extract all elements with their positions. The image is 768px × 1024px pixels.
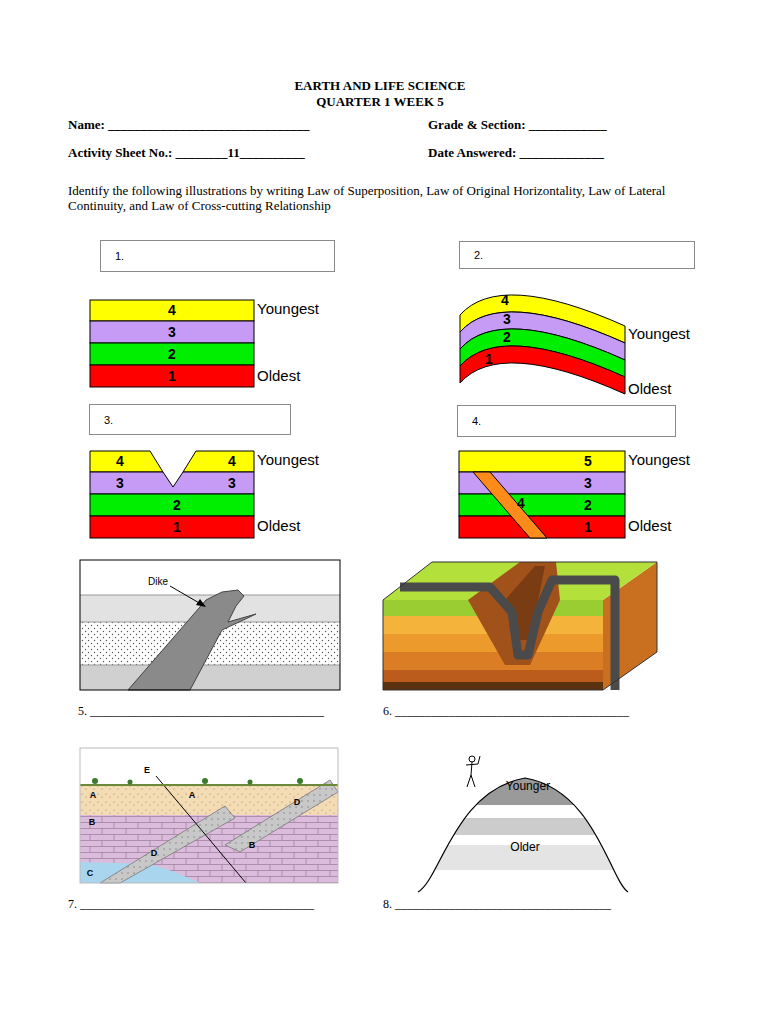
dike-label: Dike — [148, 576, 168, 588]
layer-number: 4 — [228, 453, 236, 469]
answer-box: 2. — [459, 241, 695, 269]
form-field: Grade & Section: ____________ — [428, 118, 607, 133]
age-label: Older — [510, 841, 539, 855]
figure-2 — [460, 295, 625, 394]
form-field: Name: _______________________________ — [68, 118, 310, 133]
figure-4 — [459, 451, 625, 538]
instruction: Identify the following illustrations by … — [68, 184, 708, 214]
layer-number: 5 — [584, 453, 592, 469]
layer-number: 3 — [168, 324, 176, 340]
layer-number: 3 — [584, 475, 592, 491]
age-label: Youngest — [628, 325, 690, 342]
box-number: 3. — [104, 414, 282, 426]
age-label: Oldest — [628, 380, 671, 397]
figure-7 — [80, 748, 338, 883]
answer-box: 1. — [100, 240, 335, 272]
layer-number: 4 — [517, 495, 525, 511]
layer-number: 3 — [228, 475, 236, 491]
worksheet-title: EARTH AND LIFE SCIENCE QUARTER 1 WEEK 5 — [270, 78, 490, 110]
age-label: Oldest — [257, 367, 300, 384]
unit-letter: C — [87, 868, 94, 878]
figure-1 — [90, 300, 254, 387]
layer-number: 1 — [584, 519, 592, 535]
layer-number: 4 — [168, 302, 176, 318]
layer-number: 2 — [168, 346, 176, 362]
unit-letter: D — [294, 797, 301, 807]
answer-line: 5. _____________________________________… — [78, 705, 324, 719]
unit-letter: B — [249, 840, 256, 850]
layer-number: 1 — [173, 519, 181, 535]
layer-number: 3 — [116, 475, 124, 491]
unit-letter: A — [189, 790, 196, 800]
unit-letter: A — [90, 790, 97, 800]
age-label: Oldest — [628, 517, 671, 534]
layer-number: 4 — [501, 292, 509, 308]
box-number: 4. — [472, 415, 667, 427]
figure-5 — [80, 560, 340, 690]
unit-letter: D — [151, 848, 158, 858]
answer-line: 6. _____________________________________… — [383, 705, 629, 719]
box-number: 1. — [115, 250, 326, 262]
age-label: Youngest — [257, 451, 319, 468]
age-label: Oldest — [257, 517, 300, 534]
box-number: 2. — [474, 249, 686, 261]
unit-letter: E — [144, 765, 150, 775]
age-label: Younger — [506, 780, 550, 794]
answer-line: 7. _____________________________________… — [68, 898, 314, 912]
answer-box: 4. — [457, 405, 676, 437]
form-field: Activity Sheet No.: ________11__________ — [68, 146, 305, 161]
age-label: Youngest — [257, 300, 319, 317]
layer-number: 1 — [485, 351, 493, 367]
layer-number: 2 — [584, 497, 592, 513]
form-field: Date Answered: _____________ — [428, 146, 604, 161]
answer-line: 8. ____________________________________ — [383, 898, 611, 912]
layer-number: 4 — [116, 453, 124, 469]
age-label: Youngest — [628, 451, 690, 468]
layer-number: 2 — [503, 329, 511, 345]
layer-number: 2 — [173, 497, 181, 513]
layer-number: 1 — [168, 368, 176, 384]
figure-6 — [383, 562, 657, 690]
unit-letter: B — [89, 817, 96, 827]
figure-3 — [90, 451, 254, 538]
answer-box: 3. — [89, 404, 291, 435]
layer-number: 3 — [503, 311, 511, 327]
figure-8 — [410, 756, 640, 892]
